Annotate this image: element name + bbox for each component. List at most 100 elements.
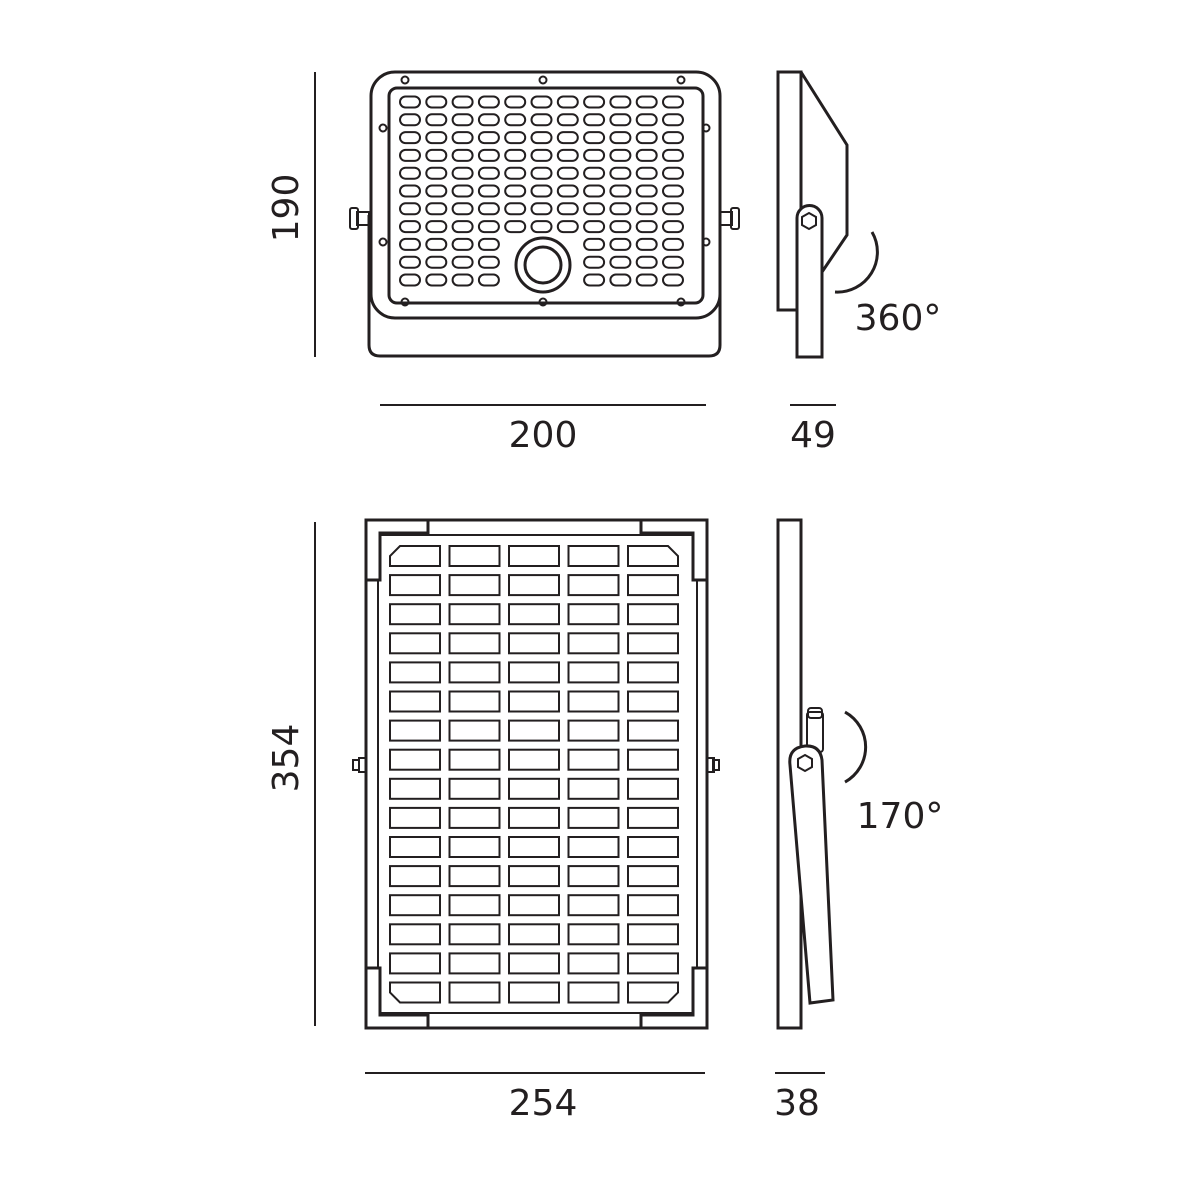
led-icon	[451, 148, 474, 162]
led-icon	[530, 166, 553, 180]
led-icon	[399, 184, 421, 198]
led-icon	[583, 237, 606, 251]
led-icon	[609, 237, 632, 251]
led-icon	[609, 184, 632, 198]
led-icon	[609, 273, 632, 287]
floodlight-housing	[369, 70, 722, 320]
led-icon	[399, 202, 421, 216]
left-panel-knob-icon	[352, 757, 367, 773]
led-icon	[609, 95, 632, 109]
solar-cell	[508, 632, 560, 655]
solar-cell	[567, 923, 620, 946]
solar-cell	[508, 865, 560, 888]
screw-icon	[676, 75, 686, 85]
solar-cell	[508, 719, 560, 742]
solar-cell	[567, 981, 620, 1004]
led-icon	[399, 148, 421, 162]
led-icon	[556, 131, 579, 145]
led-icon	[583, 131, 606, 145]
solar-cell	[627, 836, 679, 858]
led-icon	[399, 131, 421, 145]
solar-cell	[508, 923, 560, 946]
solar-cell	[627, 865, 679, 888]
solar-cell	[389, 574, 441, 597]
led-icon	[556, 202, 579, 216]
led-icon	[530, 131, 553, 145]
tilt-label: 170°	[857, 796, 944, 837]
led-icon	[530, 202, 553, 216]
solar-cell	[627, 952, 679, 975]
led-icon	[451, 131, 474, 145]
rotation-label: 360°	[855, 298, 942, 339]
led-icon	[662, 113, 684, 127]
solar-cell	[448, 545, 501, 567]
led-icon	[477, 131, 500, 145]
led-icon	[425, 148, 448, 162]
solar-cell	[448, 923, 501, 946]
floodlight-side-bracket	[795, 204, 824, 359]
solar-cell	[627, 719, 679, 742]
solar-cell	[567, 661, 620, 684]
solar-cell	[627, 574, 679, 597]
floodlight-back-plate	[776, 70, 803, 312]
led-icon	[399, 220, 421, 234]
solar-cell	[627, 690, 679, 713]
led-icon	[451, 95, 474, 109]
right-panel-knob-icon	[706, 757, 720, 773]
solar-panel-side-view: 170°	[776, 518, 944, 1030]
solar-cell	[627, 545, 679, 567]
led-icon	[662, 273, 684, 287]
led-icon	[504, 184, 527, 198]
solar-cell	[567, 865, 620, 888]
led-icon	[609, 202, 632, 216]
solar-cell	[448, 894, 501, 917]
screw-icon	[378, 237, 388, 247]
solar-cell	[448, 952, 501, 975]
solar-cell	[567, 632, 620, 655]
led-icon	[451, 237, 474, 251]
led-icon	[662, 148, 684, 162]
solar-cell	[389, 545, 441, 567]
floodlight-height-label: 190	[266, 174, 307, 243]
hex-bolt-icon	[797, 753, 813, 773]
screw-icon	[701, 237, 711, 247]
led-icon	[583, 255, 606, 269]
led-icon	[556, 95, 579, 109]
led-icon	[530, 148, 553, 162]
panel-knob-icon	[807, 707, 823, 719]
solar-cell	[389, 806, 441, 829]
led-icon	[635, 131, 658, 145]
solar-cell	[508, 806, 560, 829]
led-icon	[504, 131, 527, 145]
solar-cell	[567, 690, 620, 713]
led-icon	[451, 184, 474, 198]
led-icon	[583, 184, 606, 198]
solar-cell	[389, 748, 441, 771]
led-icon	[425, 113, 448, 127]
floodlight-side-view: 360°	[776, 70, 942, 359]
led-icon	[399, 95, 421, 109]
led-icon	[477, 166, 500, 180]
led-icon	[451, 166, 474, 180]
led-icon	[504, 202, 527, 216]
led-icon	[451, 255, 474, 269]
solar-cell	[627, 661, 679, 684]
led-icon	[530, 184, 553, 198]
screw-icon	[538, 297, 548, 307]
led-icon	[556, 166, 579, 180]
motion-sensor-icon	[523, 245, 563, 285]
solar-cell	[508, 574, 560, 597]
led-icon	[635, 237, 658, 251]
solar-cell	[567, 603, 620, 626]
led-icon	[662, 202, 684, 216]
solar-cell	[389, 836, 441, 858]
led-icon	[635, 113, 658, 127]
solar-panel-inner-frame	[377, 534, 698, 1014]
led-icon	[425, 184, 448, 198]
led-icon	[425, 255, 448, 269]
led-icon	[609, 166, 632, 180]
led-icon	[425, 131, 448, 145]
solar-cell	[627, 981, 679, 1004]
led-icon	[477, 202, 500, 216]
